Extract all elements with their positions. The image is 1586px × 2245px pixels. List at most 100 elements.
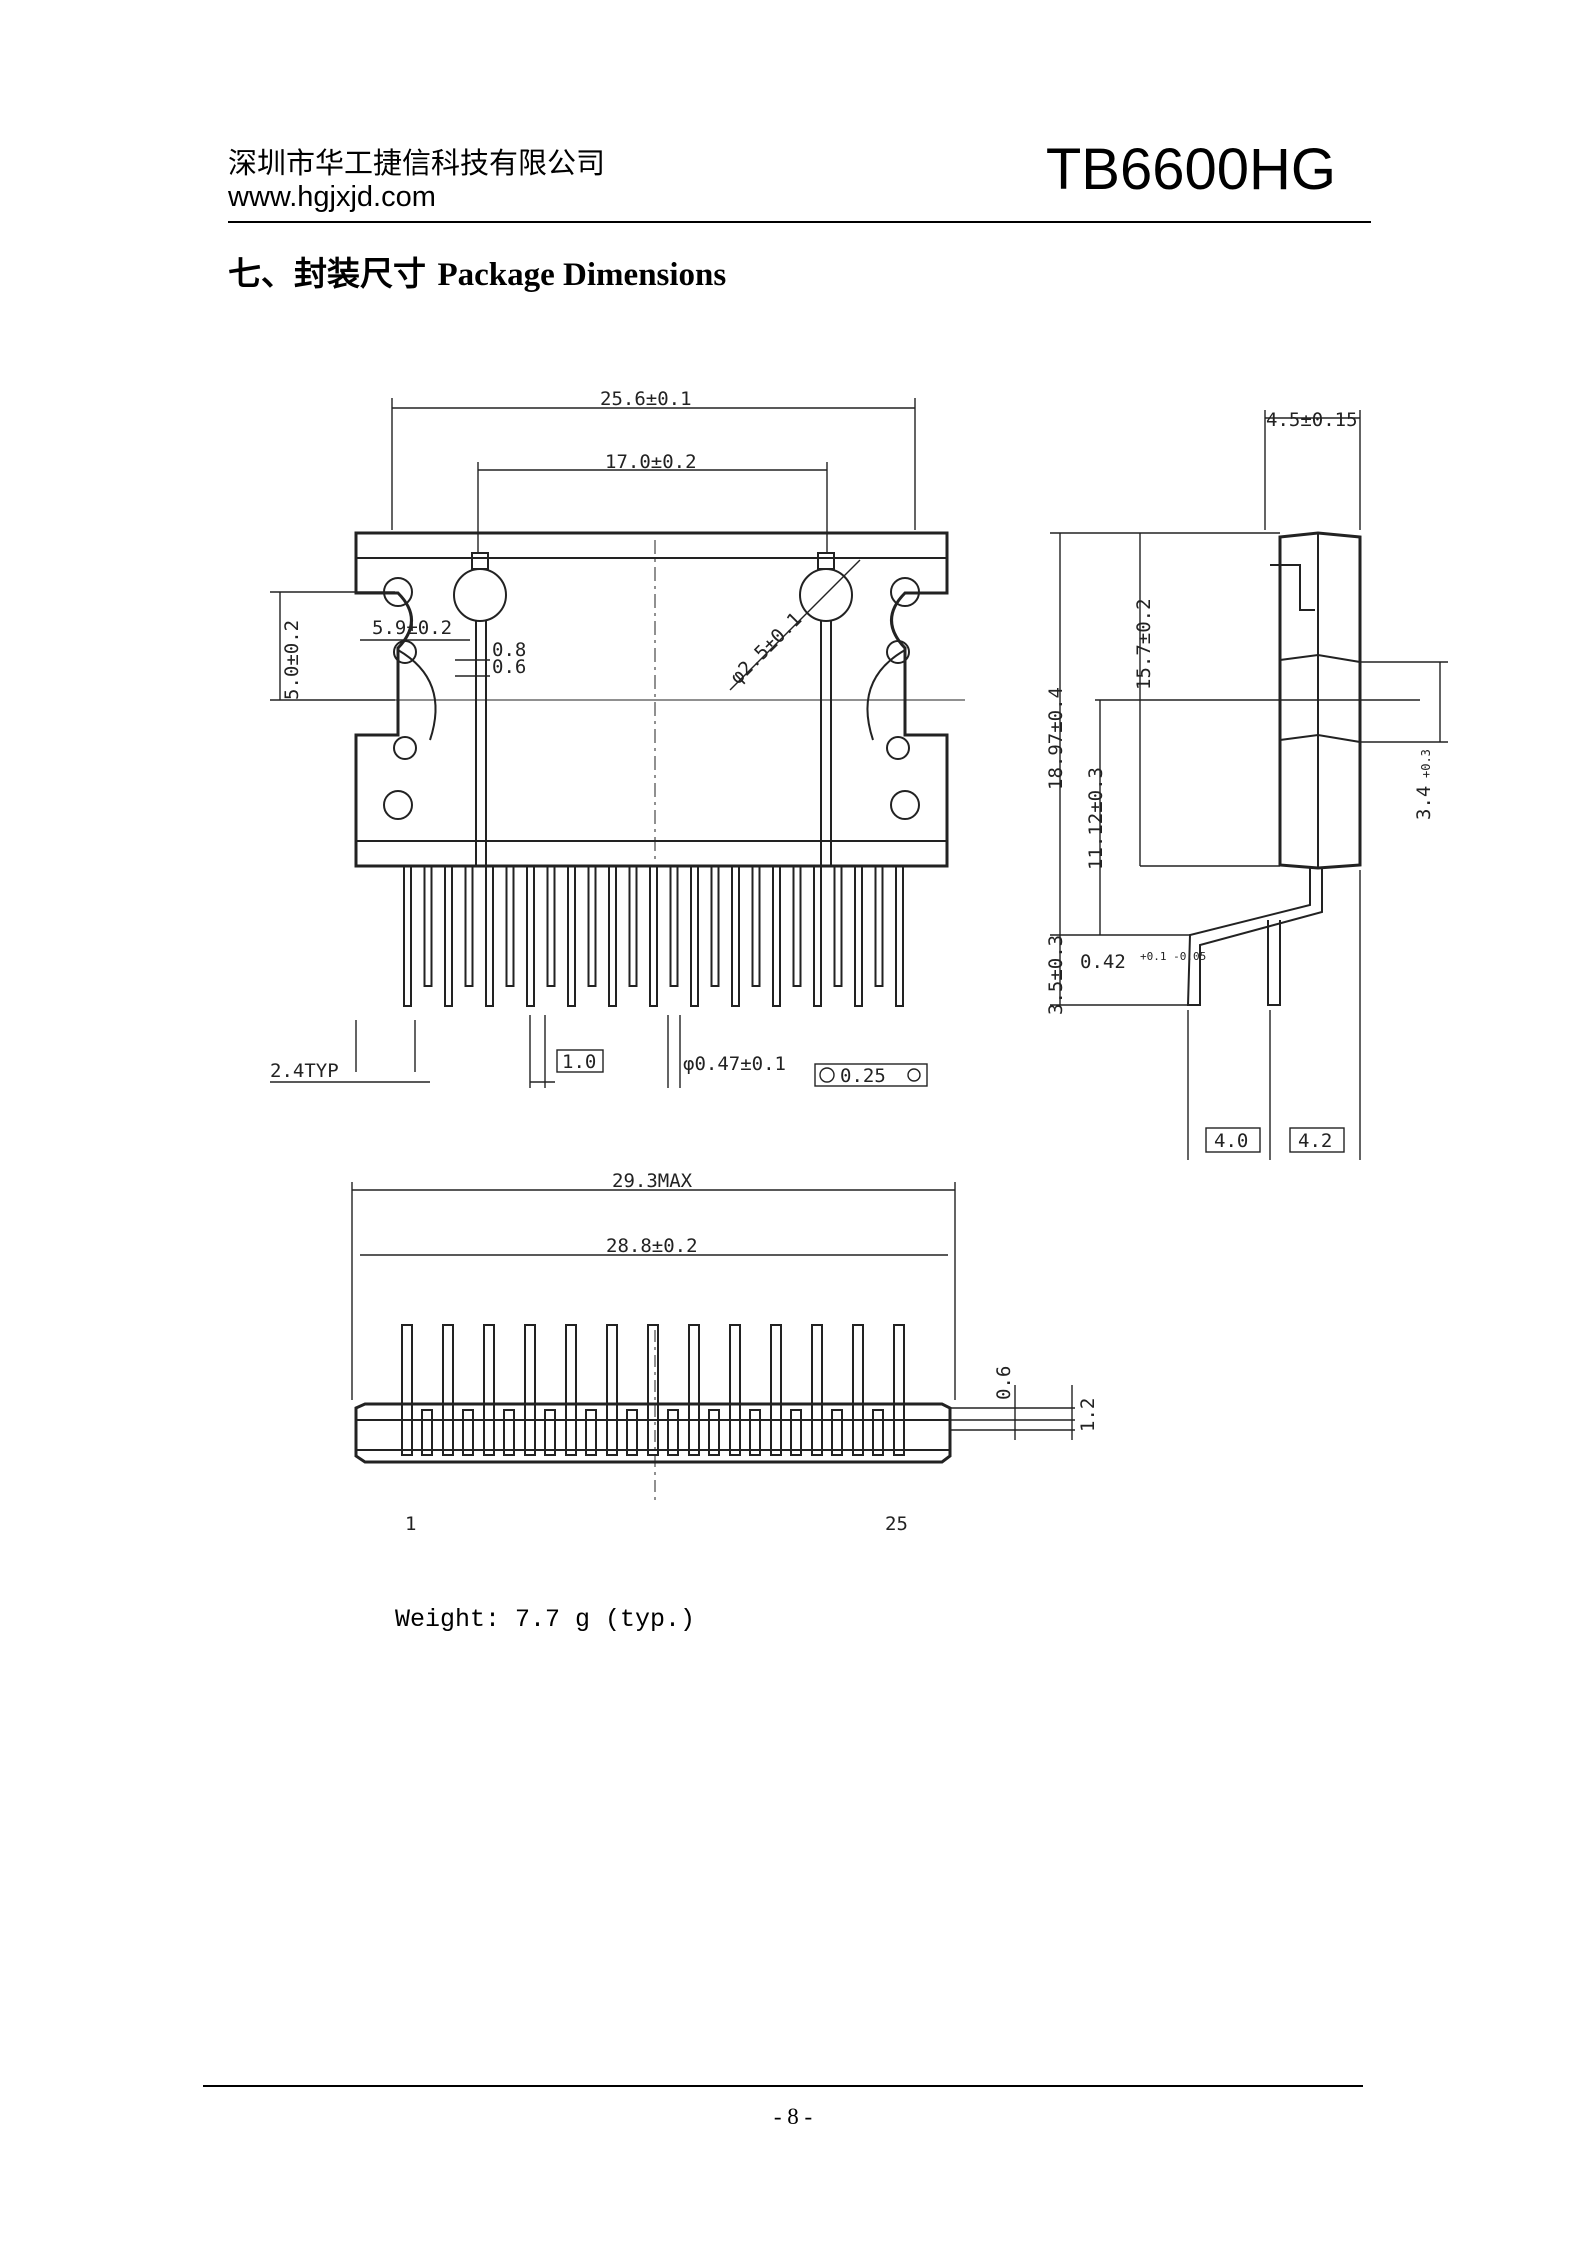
lead — [587, 865, 597, 987]
dim-step-height: 3.4 — [1413, 786, 1435, 820]
lead-back-row — [544, 1409, 556, 1456]
lead — [813, 865, 822, 1007]
dim-step-tol: +0.3 — [1419, 749, 1433, 778]
position-symbol-icon — [819, 1067, 835, 1083]
pin-label-first: 1 — [405, 1513, 416, 1535]
corner-hole — [383, 790, 413, 820]
dim-body-height: 15.7±0.2 — [1133, 598, 1155, 690]
lead-front-row — [852, 1324, 864, 1456]
dim-row-spacing-b: 4.2 — [1298, 1130, 1332, 1152]
dim-06-bottom: 0.6 — [993, 1366, 1015, 1400]
side-step — [1279, 733, 1361, 743]
dim-lead-diameter: φ0.47±0.1 — [683, 1053, 786, 1075]
dim-body-thickness: 4.5±0.15 — [1266, 409, 1358, 431]
dim-tab-height: 11.12±0.3 — [1085, 767, 1107, 870]
lead — [444, 865, 453, 1007]
lead-front-row — [442, 1324, 454, 1456]
lead — [792, 865, 802, 987]
lead-back-row — [790, 1409, 802, 1456]
lead-front-row — [729, 1324, 741, 1456]
dim-pin-pitch: 1.0 — [562, 1051, 596, 1073]
lead — [751, 865, 761, 987]
header-divider — [228, 221, 1371, 223]
lead — [567, 865, 576, 1007]
lead-back-row — [421, 1409, 433, 1456]
lead — [874, 865, 884, 987]
slot-end — [393, 640, 417, 664]
lead — [710, 865, 720, 987]
lead-front-row — [770, 1324, 782, 1456]
slot-end — [393, 736, 417, 760]
lead — [628, 865, 638, 987]
dim-overall-width: 25.6±0.1 — [600, 388, 692, 410]
header-website: www.hgjxjd.com — [228, 181, 436, 213]
mounting-hole — [799, 568, 853, 622]
front-leads — [403, 865, 904, 1007]
lead-back-row — [872, 1409, 884, 1456]
dim-hole-spacing: 17.0±0.2 — [605, 451, 697, 473]
dim-hole-diameter: φ2.5±0.1 — [726, 608, 806, 688]
bottom-leads — [401, 1324, 905, 1456]
lead — [669, 865, 679, 987]
lead — [854, 865, 863, 1007]
lead — [464, 865, 474, 987]
mmc-symbol-icon — [907, 1068, 921, 1082]
bottom-body — [354, 1402, 952, 1464]
lead — [485, 865, 494, 1007]
dim-06: 0.6 — [492, 656, 526, 678]
lead — [895, 865, 904, 1007]
lead-back-row — [708, 1409, 720, 1456]
side-detail — [1270, 564, 1315, 611]
dim-lead-thickness: 0.42 — [1080, 951, 1126, 973]
front-view — [275, 531, 965, 1007]
section-number: 七、封装尺寸 — [228, 254, 426, 293]
corner-hole — [890, 790, 920, 820]
dim-position-tol: 0.25 — [840, 1065, 886, 1087]
page-number: - 8 - — [773, 2104, 813, 2129]
dim-12-bottom: 1.2 — [1077, 1398, 1099, 1432]
hole-tab — [817, 552, 835, 570]
lead-front-row — [524, 1324, 536, 1456]
lead — [526, 865, 535, 1007]
lead — [833, 865, 843, 987]
dim-slot-offset: 5.9±0.2 — [372, 617, 452, 639]
lead — [546, 865, 556, 987]
lead-back-row — [585, 1409, 597, 1456]
lead — [608, 865, 617, 1007]
lead-back-row — [749, 1409, 761, 1456]
lead — [423, 865, 433, 987]
lead-front-row — [811, 1324, 823, 1456]
dim-lead-thickness-tol: +0.1 -0.05 — [1140, 950, 1206, 963]
dim-leader-diameter — [729, 559, 861, 691]
pin-label-last: 25 — [885, 1513, 908, 1535]
header-part-number: TB6600HG — [1045, 137, 1336, 202]
slot-end — [886, 640, 910, 664]
dim-body-width-bottom: 28.8±0.2 — [606, 1235, 698, 1257]
lead-front-row — [565, 1324, 577, 1456]
slot-arc-left — [397, 649, 437, 741]
lead-front-row — [606, 1324, 618, 1456]
lead-back-row — [626, 1409, 638, 1456]
row-spacing-box-b — [1289, 1127, 1345, 1153]
bottom-view — [354, 1324, 952, 1500]
dim-lead-offset: 2.4TYP — [270, 1060, 339, 1082]
hole-tab — [471, 552, 489, 570]
slot-end — [886, 736, 910, 760]
footer-divider — [203, 2085, 1363, 2087]
lead-back-row — [667, 1409, 679, 1456]
header-company-name: 深圳市华工捷信科技有限公司 — [228, 146, 606, 180]
lead — [731, 865, 740, 1007]
lead — [690, 865, 699, 1007]
lead-back-row — [831, 1409, 843, 1456]
slot-arc-right — [866, 649, 906, 741]
dim-row-spacing-a: 4.0 — [1214, 1130, 1248, 1152]
lead-front-row — [893, 1324, 905, 1456]
position-tol-box — [814, 1063, 928, 1087]
lead-front-row — [688, 1324, 700, 1456]
lead — [505, 865, 515, 987]
lead-back-row — [462, 1409, 474, 1456]
lead-front-row — [483, 1324, 495, 1456]
dim-08: 0.8 — [492, 639, 526, 661]
lead-back-row — [503, 1409, 515, 1456]
